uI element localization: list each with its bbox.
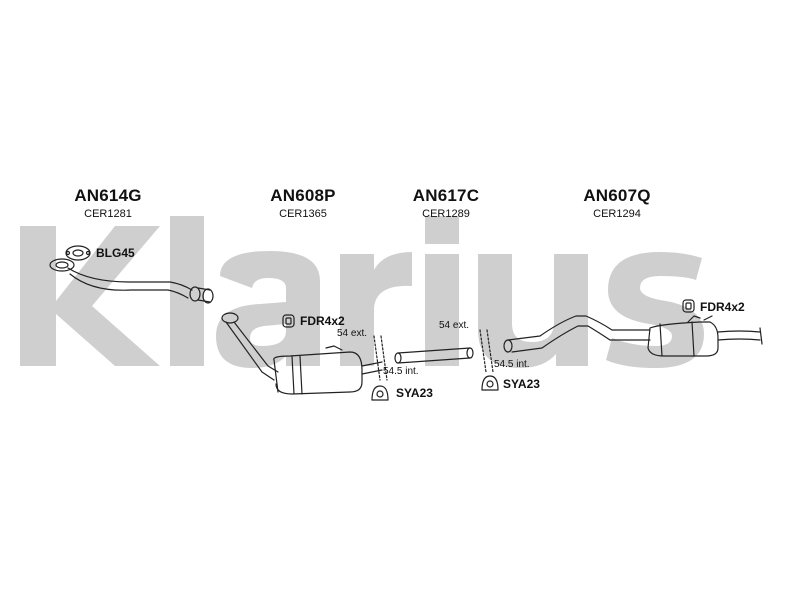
rear-pipe-silencer [503, 315, 763, 357]
part-block-an607q: AN607Q CER1294 [557, 186, 677, 220]
joint-marker-right [479, 329, 494, 373]
part-code: AN617C [412, 186, 480, 205]
hanger-icon-left [371, 385, 389, 401]
part-ref: CER1365 [279, 208, 327, 220]
dimension-int-left: 54.5 int. [383, 366, 419, 377]
part-ref: CER1289 [422, 208, 470, 220]
part-block-an617c: AN617C CER1289 [386, 186, 506, 220]
joint-marker-left [373, 335, 388, 381]
dimension-ext-left: 54 ext. [337, 328, 368, 339]
part-ref: CER1281 [84, 208, 132, 220]
clamp-label-left: FDR4x2 [300, 314, 345, 328]
part-block-an614g: AN614G CER1281 [48, 186, 168, 220]
hanger-icon-right [481, 375, 499, 391]
gasket-label: BLG45 [96, 246, 135, 260]
intermediate-pipe-catalyst [221, 312, 383, 395]
middle-pipe [394, 347, 474, 364]
hanger-label-left: SYA23 [396, 386, 433, 400]
part-code: AN614G [74, 186, 142, 205]
clamp-icon-left [282, 314, 295, 328]
dimension-int-right: 54.5 int. [494, 359, 530, 370]
hanger-label-right: SYA23 [503, 377, 540, 391]
clamp-label-right: FDR4x2 [700, 300, 745, 314]
dimension-ext-right: 54 ext. [439, 320, 470, 331]
gasket-icon [65, 245, 91, 261]
part-ref: CER1294 [593, 208, 641, 220]
clamp-icon-right [682, 299, 695, 313]
front-pipe [49, 258, 214, 304]
part-code: AN607Q [583, 186, 651, 205]
part-block-an608p: AN608P CER1365 [243, 186, 363, 220]
part-code: AN608P [270, 186, 336, 205]
klarius-watermark-logo [20, 216, 704, 368]
